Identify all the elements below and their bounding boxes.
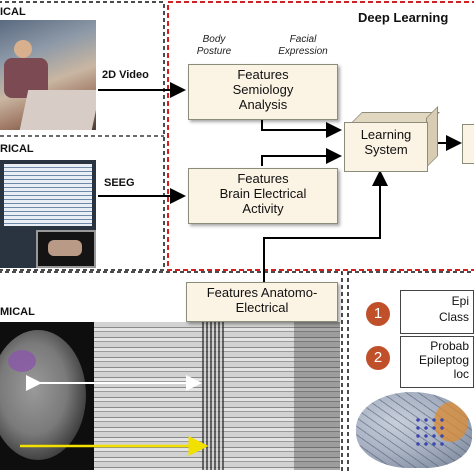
facial-expression-hint: Facial Expression	[278, 34, 328, 57]
deep-learning-title: Deep Learning	[358, 10, 449, 25]
output-box	[462, 124, 474, 164]
brain-to-learning-arrow	[261, 148, 342, 166]
anatomical-panel-frame	[0, 271, 343, 474]
learning-system-box: Learning System	[344, 122, 428, 172]
body-posture-hint: Body Posture	[196, 34, 232, 57]
mri-skull	[0, 330, 86, 460]
semiology-line-1: Features	[237, 67, 289, 82]
deep-learning-frame	[167, 1, 474, 271]
video-bed	[19, 90, 96, 130]
results-panel-frame	[347, 271, 474, 474]
semiology-line-3: Analysis	[238, 97, 288, 112]
result-number-2: 2	[366, 346, 390, 370]
electrode-contacts	[414, 416, 444, 446]
learning-line-2: System	[364, 142, 408, 157]
result-number-1: 1	[366, 302, 390, 326]
semiology-to-learning-arrow	[261, 116, 342, 138]
late-activity-band	[294, 322, 340, 470]
patient-video-image	[0, 20, 96, 130]
result-2-line-2: Epileptog	[418, 353, 469, 367]
brain-line-1: Features	[237, 171, 289, 186]
seeg-video-inset	[36, 230, 96, 268]
seeg-input-label: SEEG	[104, 177, 135, 189]
semiology-line-2: Semiology	[232, 82, 294, 97]
video-input-label: 2D Video	[102, 69, 149, 81]
anatomo-to-learning-arrow	[263, 170, 388, 282]
brain-electrical-features-box: Features Brain Electrical Activity	[188, 168, 338, 224]
seeg-monitor-image	[0, 160, 96, 268]
anatomical-label: MICAL	[0, 306, 35, 318]
result-2-line-1: Probab	[430, 339, 469, 353]
clinical-seeg-label: RICAL	[0, 143, 34, 155]
seeg-screen	[4, 164, 92, 226]
brain-surface-image	[356, 392, 472, 468]
anatomo-line-1: Features Anatomo-	[206, 285, 318, 300]
brain-line-2: Brain Electrical	[219, 186, 307, 201]
semiology-features-box: Features Semiology Analysis	[188, 64, 338, 120]
result-2-line-3: loc	[453, 367, 469, 381]
anatomo-electrical-features-box: Features Anatomo- Electrical	[186, 282, 338, 322]
brain-line-3: Activity	[242, 201, 284, 216]
seizure-onset-burst	[202, 322, 224, 470]
seeg-traces-image	[94, 322, 340, 470]
brain-mri-image	[0, 322, 94, 470]
result-1-line-1: Epi	[451, 294, 469, 308]
clinical-video-label: ICAL	[0, 6, 26, 18]
result-1-line-2: Class	[438, 310, 469, 324]
result-item-1: Epi Class	[400, 290, 474, 334]
anatomo-line-2: Electrical	[235, 300, 289, 315]
video-figure	[14, 40, 32, 58]
mri-highlight-region	[8, 350, 36, 372]
result-item-2: Probab Epileptog loc	[400, 336, 474, 388]
learning-line-1: Learning	[360, 127, 412, 142]
